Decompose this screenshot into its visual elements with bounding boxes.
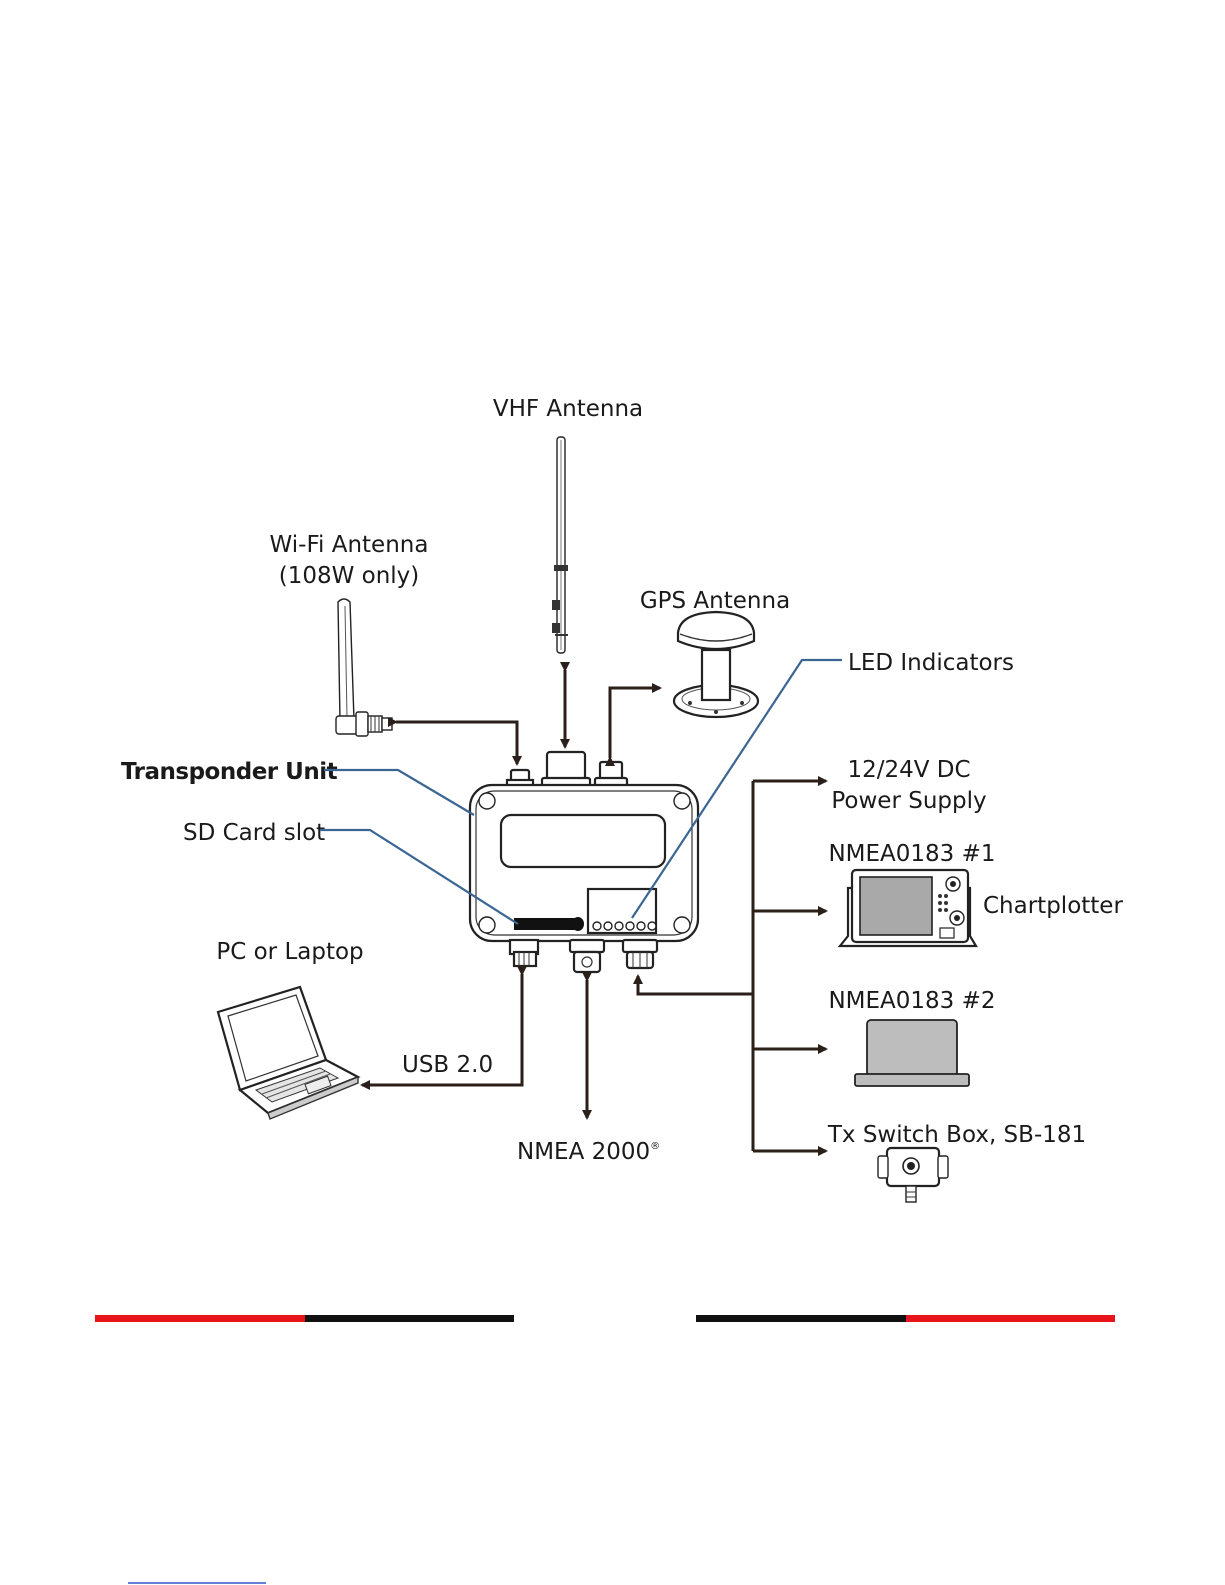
- power-supply-label-line1: 12/24V DC: [847, 757, 970, 783]
- sd-card-slot-label: SD Card slot: [183, 820, 325, 846]
- laptop-icon: [218, 987, 358, 1119]
- gps-antenna-label: GPS Antenna: [640, 588, 790, 614]
- transponder-leader: [324, 770, 474, 815]
- tx-switch-box-icon: [878, 1148, 948, 1202]
- wifi-antenna-icon: [336, 599, 392, 736]
- vhf-antenna-label: VHF Antenna: [493, 396, 643, 422]
- registered-mark: ®: [650, 1141, 660, 1152]
- tx-switch-box-label: Tx Switch Box, SB-181: [827, 1122, 1086, 1148]
- footer-decoration: [95, 1315, 1115, 1322]
- pc-or-laptop-label: PC or Laptop: [216, 939, 363, 965]
- gps-antenna-icon: [674, 612, 758, 717]
- transponder-unit-icon: [470, 752, 698, 972]
- wifi-antenna-note: (108W only): [279, 563, 420, 589]
- led-indicators-label: LED Indicators: [848, 650, 1014, 676]
- vhf-antenna-icon: [552, 437, 568, 653]
- usb-label: USB 2.0: [402, 1052, 493, 1078]
- nmea0183-2-label: NMEA0183 #2: [828, 988, 995, 1014]
- gps-connection-arrow: [610, 688, 660, 758]
- chartplotter-icon: [840, 870, 976, 946]
- footer-bar-left-black: [305, 1315, 514, 1322]
- footer-bar-right-red: [906, 1315, 1115, 1322]
- nmea2000-label: NMEA 2000®: [517, 1139, 660, 1165]
- wifi-connection-arrow: [396, 722, 517, 764]
- power-supply-label-line2: Power Supply: [831, 788, 986, 814]
- transponder-unit-label: Transponder Unit: [121, 759, 338, 785]
- nmea0183-bus-arrow: [638, 976, 753, 994]
- nmea0183-1-label: NMEA0183 #1: [828, 841, 995, 867]
- nmea-device-icon: [855, 1020, 969, 1086]
- footer-bar-left-red: [95, 1315, 305, 1322]
- nmea2000-text: NMEA 2000: [517, 1139, 650, 1165]
- wifi-antenna-label: Wi-Fi Antenna: [270, 532, 429, 558]
- footer-bar-right-black: [696, 1315, 906, 1322]
- chartplotter-label: Chartplotter: [983, 893, 1123, 919]
